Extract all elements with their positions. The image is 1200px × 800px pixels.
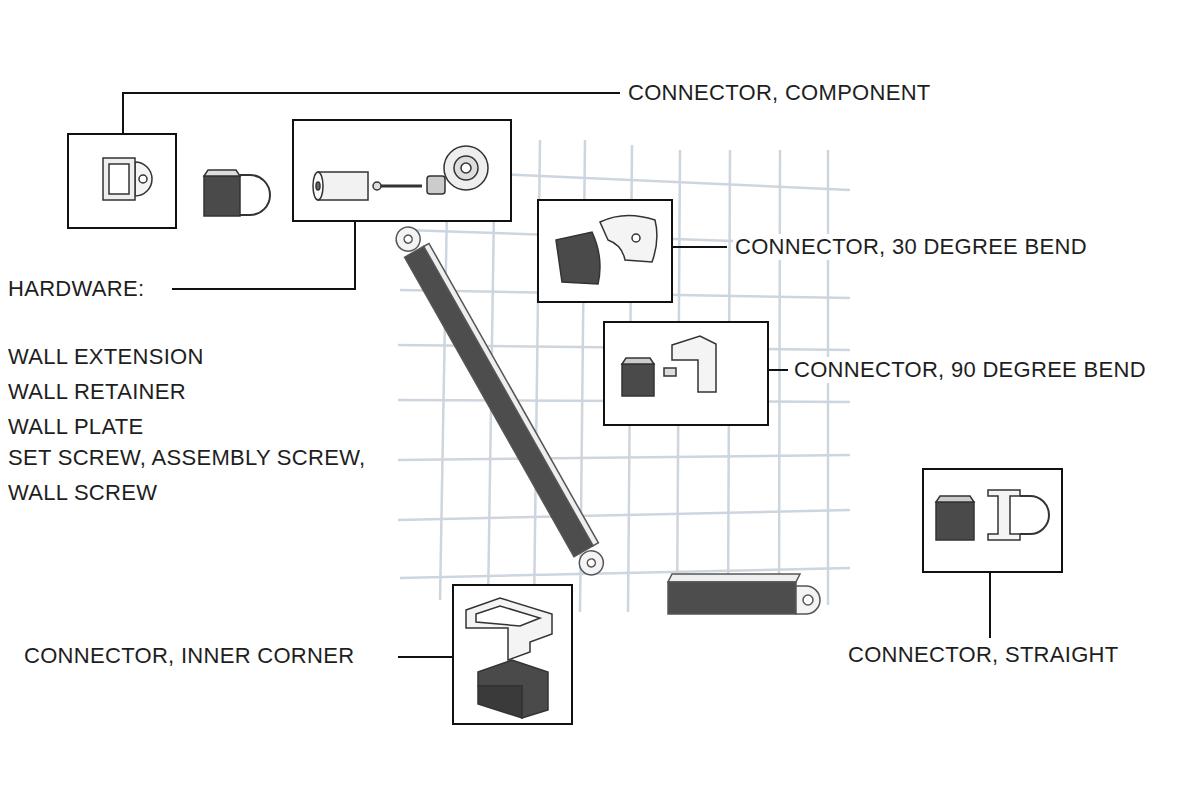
part-label: WALL RETAINER [6, 379, 188, 405]
part-label: CONNECTOR, 90 DEGREE BEND [792, 357, 1148, 383]
straight-connector [936, 490, 1049, 540]
part-label: HARDWARE: [6, 276, 146, 302]
inner-corner-connector [466, 598, 552, 718]
part-label: SET SCREW, ASSEMBLY SCREW, WALL SCREW [6, 440, 430, 510]
component-connector [103, 158, 270, 216]
part-label: CONNECTOR, 30 DEGREE BEND [733, 234, 1089, 260]
part-label: CONNECTOR, INNER CORNER [22, 643, 356, 669]
hardware-parts [313, 146, 488, 200]
bend-30-connector [556, 215, 657, 284]
part-label: CONNECTOR, STRAIGHT [846, 642, 1121, 668]
straight-wall-track [668, 574, 820, 614]
bend-90-connector [622, 336, 716, 396]
diagonal-wall-track [392, 221, 611, 579]
part-label: WALL PLATE [6, 414, 145, 440]
detail-boxes [68, 120, 1062, 724]
part-label: WALL EXTENSION [6, 344, 206, 370]
part-label: CONNECTOR, COMPONENT [626, 80, 933, 106]
